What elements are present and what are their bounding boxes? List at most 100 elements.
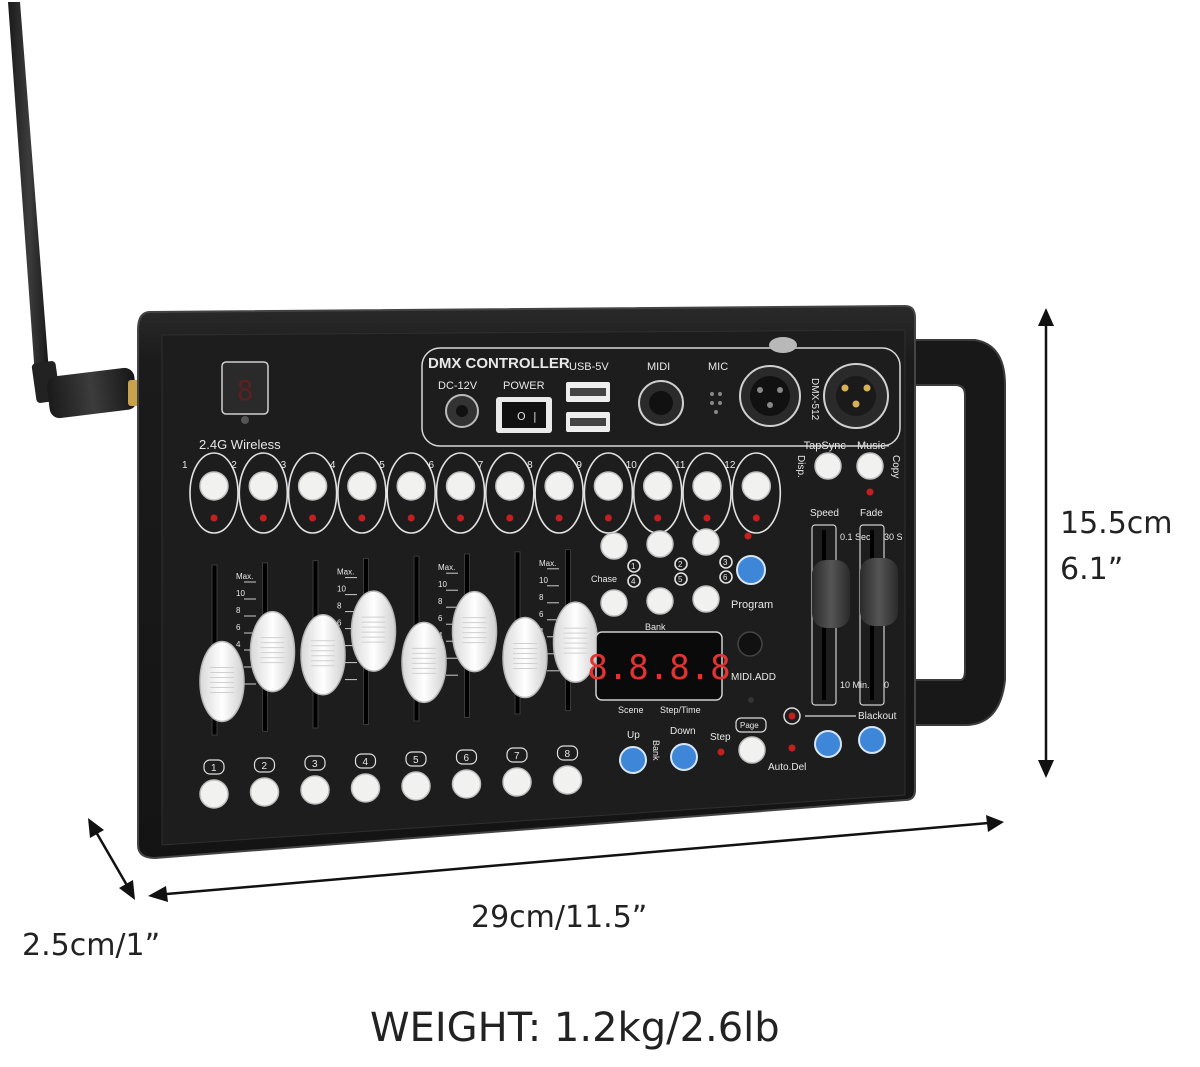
fader-scale-label: 8 bbox=[539, 593, 544, 602]
fade-fader-knob[interactable] bbox=[860, 558, 898, 626]
blackout-button[interactable] bbox=[858, 726, 886, 754]
scanner-button[interactable] bbox=[347, 471, 377, 501]
bank-up-button[interactable] bbox=[619, 746, 647, 774]
bank-vertical-label: Bank bbox=[651, 740, 661, 761]
fader-number-box bbox=[354, 753, 377, 769]
scanner-button[interactable] bbox=[396, 471, 426, 501]
scanner-ring bbox=[583, 452, 634, 534]
scanner-number: 5 bbox=[379, 460, 385, 471]
fader-cap[interactable] bbox=[451, 590, 498, 673]
flash-button[interactable] bbox=[451, 769, 482, 799]
flash-button[interactable] bbox=[249, 777, 280, 807]
page-button[interactable] bbox=[738, 736, 766, 764]
tapsync-label: -TapSync bbox=[800, 440, 846, 452]
scanner-led bbox=[309, 514, 317, 522]
chase-button[interactable] bbox=[600, 532, 628, 560]
auto-del-label: Auto.Del bbox=[768, 762, 806, 773]
chase-button[interactable] bbox=[600, 589, 628, 617]
scanner-button[interactable] bbox=[741, 471, 772, 501]
fader-number-box bbox=[556, 745, 579, 761]
fader-number: 4 bbox=[363, 757, 369, 768]
chase-button[interactable] bbox=[646, 530, 674, 558]
tapsync-button[interactable] bbox=[814, 452, 842, 480]
auto-button[interactable] bbox=[814, 730, 842, 758]
fader-scale-label: 6 bbox=[438, 614, 443, 623]
flash-button[interactable] bbox=[199, 779, 229, 809]
fader-cap[interactable] bbox=[401, 621, 447, 704]
fader-scale-label: 6 bbox=[337, 619, 342, 628]
scanner-ring bbox=[337, 452, 387, 534]
music-button[interactable] bbox=[856, 452, 884, 480]
program-button[interactable] bbox=[736, 555, 766, 585]
scanner-led bbox=[654, 514, 662, 522]
flash-button[interactable] bbox=[502, 767, 532, 797]
down-label: Down bbox=[670, 726, 696, 737]
scanner-button[interactable] bbox=[593, 471, 624, 501]
fader-scale-label: 10 bbox=[337, 585, 346, 594]
weight-label: WEIGHT: 1.2kg/2.6lb bbox=[370, 1005, 780, 1051]
chase-button[interactable] bbox=[646, 587, 674, 615]
scanner-number: 6 bbox=[429, 460, 435, 471]
step-led bbox=[717, 748, 725, 756]
fader-cap[interactable] bbox=[249, 610, 296, 693]
fader-scale-label: 8 bbox=[236, 606, 241, 615]
scanner-button[interactable] bbox=[297, 471, 328, 501]
fader-cap[interactable] bbox=[350, 590, 397, 672]
fader-number-box bbox=[405, 751, 427, 767]
scanner-button[interactable] bbox=[248, 471, 279, 501]
scanner-button[interactable] bbox=[692, 471, 722, 501]
flash-button[interactable] bbox=[552, 765, 583, 795]
dimension-arrows bbox=[88, 308, 1054, 902]
step-time-label: Step/Time bbox=[660, 705, 701, 715]
scanner-number: 2 bbox=[231, 460, 237, 471]
fader-number-box bbox=[455, 749, 478, 765]
scanner-button[interactable] bbox=[544, 471, 574, 501]
midi-add-button[interactable] bbox=[737, 631, 763, 657]
dc-label: DC-12V bbox=[438, 380, 478, 392]
fader-scale-label: 10 bbox=[539, 576, 548, 585]
auto-led bbox=[788, 744, 796, 752]
chase-number: 5 bbox=[678, 575, 683, 584]
scanner-button[interactable] bbox=[642, 471, 673, 501]
scanner-button[interactable] bbox=[199, 471, 229, 501]
scanner-ring bbox=[287, 452, 338, 534]
midi-label: MIDI bbox=[647, 361, 670, 373]
speed-fader-knob[interactable] bbox=[812, 560, 850, 628]
chase-number: 1 bbox=[631, 562, 636, 571]
chase-label: Chase bbox=[591, 574, 617, 584]
scene-label: Scene bbox=[618, 705, 644, 715]
led-display bbox=[595, 631, 723, 701]
program-label: Program bbox=[731, 599, 773, 611]
scanner-number: 9 bbox=[576, 460, 582, 471]
scanner-button[interactable] bbox=[445, 471, 476, 501]
chase-number: 6 bbox=[723, 573, 728, 582]
speed-bottom-label: 10 Min. bbox=[840, 680, 870, 690]
fader-scale-label: Max. bbox=[337, 568, 354, 577]
chase-button[interactable] bbox=[692, 585, 720, 613]
chase-number-ring bbox=[627, 559, 641, 573]
scanner-number: 8 bbox=[527, 460, 533, 471]
fader-scale-label: Max. bbox=[438, 563, 455, 572]
fade-bottom-label: 0 bbox=[884, 680, 889, 690]
flash-button[interactable] bbox=[300, 775, 330, 805]
fader-cap[interactable] bbox=[300, 614, 346, 696]
scanner-ring bbox=[731, 452, 782, 534]
display-digits: 8.8.8.8 bbox=[587, 648, 730, 688]
fader-number: 3 bbox=[312, 759, 318, 770]
fader-number-box bbox=[203, 759, 225, 775]
scanner-led bbox=[555, 514, 563, 522]
flash-button[interactable] bbox=[350, 773, 381, 803]
wireless-label: 2.4G Wireless bbox=[199, 437, 281, 452]
scanner-led bbox=[752, 514, 760, 522]
scanner-led bbox=[210, 514, 218, 522]
bank-down-button[interactable] bbox=[670, 743, 698, 771]
fader-cap[interactable] bbox=[199, 640, 245, 723]
mic-grill bbox=[710, 392, 722, 414]
svg-text:O: O bbox=[517, 410, 526, 423]
flash-button[interactable] bbox=[401, 771, 431, 801]
scanner-button[interactable] bbox=[495, 471, 525, 501]
fader-number-box bbox=[304, 755, 326, 771]
chase-button[interactable] bbox=[692, 528, 720, 556]
fader-cap[interactable] bbox=[502, 616, 548, 699]
depth-dimension: 2.5cm/1” bbox=[22, 928, 161, 963]
